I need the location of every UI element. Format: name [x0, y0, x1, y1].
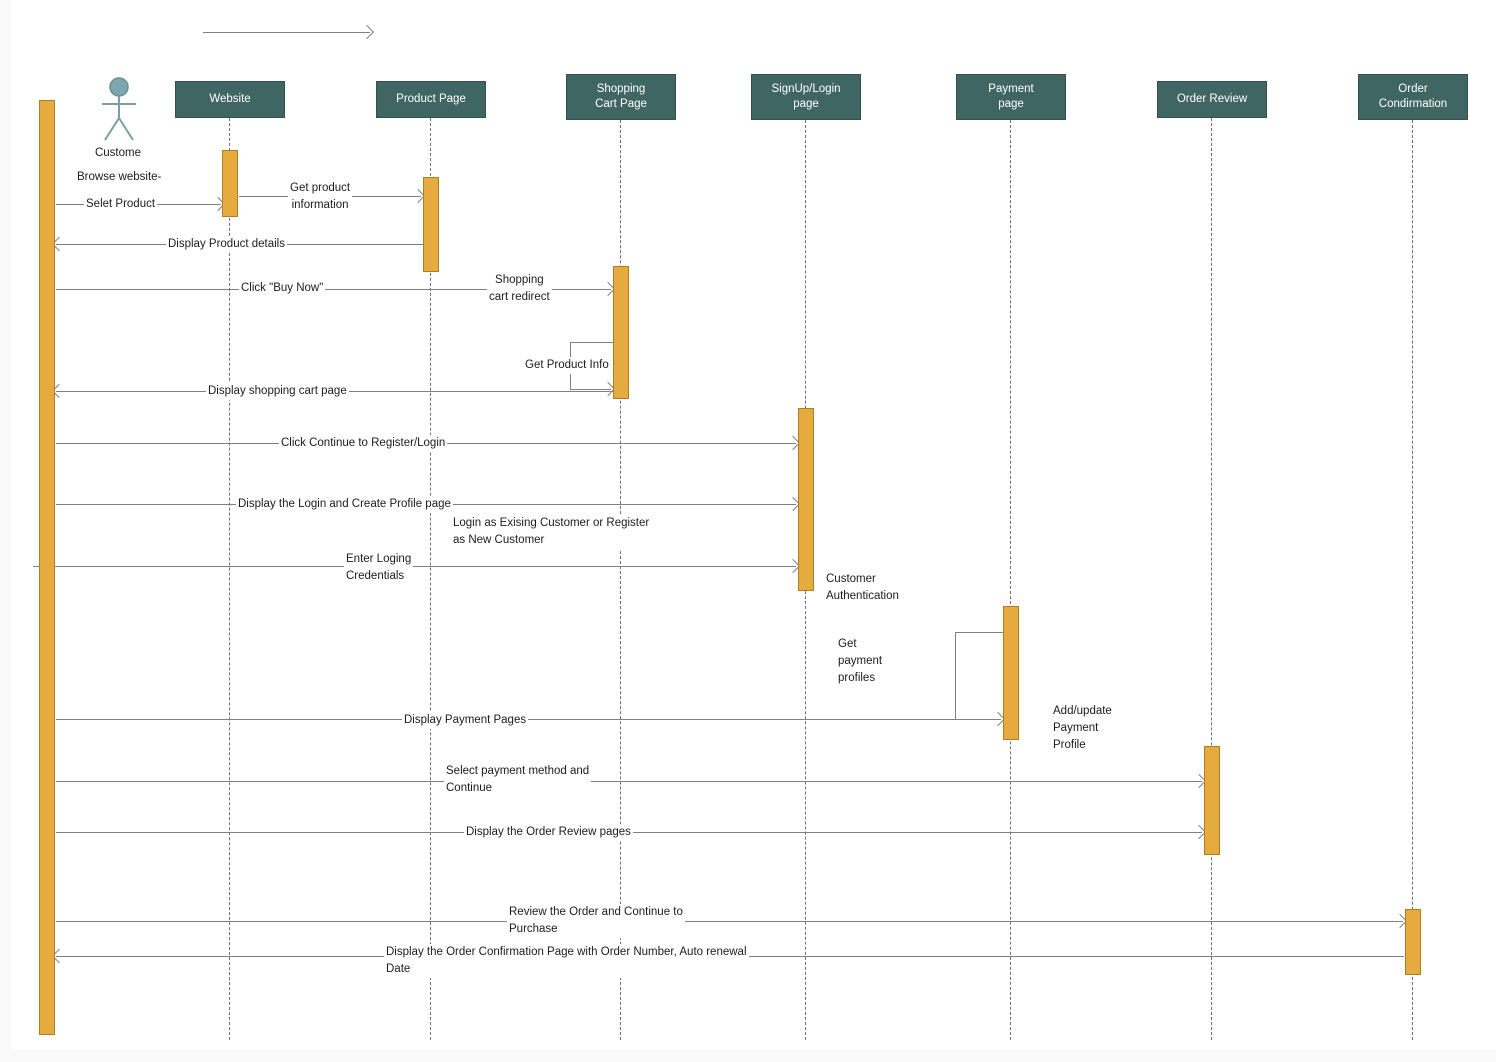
note-customer-authentication-label: Customer Authentication	[824, 571, 901, 605]
participant-label: Product Page	[396, 93, 466, 105]
participant-signup-login-page: SignUp/Login page	[751, 74, 861, 120]
note-add-update-payment-profile-label: Add/update Payment Profile	[1051, 703, 1114, 754]
participant-order-review: Order Review	[1157, 81, 1267, 118]
message-select-payment-label: Select payment method and Continue	[444, 763, 592, 797]
participant-label: Website	[209, 93, 251, 105]
note-login-as-existing-label: Login as Exising Customer or Register as…	[451, 515, 652, 549]
message-review-order-arrow	[56, 921, 1403, 922]
self-message-get-product-info-arrow	[570, 389, 611, 390]
activation-order-confirmation	[1405, 909, 1421, 975]
participant-payment-page: Payment page	[956, 74, 1066, 120]
message-display-payment-label: Display Payment Pages	[402, 712, 529, 729]
message-browse-website-label: Browse website-	[75, 169, 164, 186]
message-cart-redirect-label: Shopping cart redirect	[487, 272, 552, 306]
activation-payment-page	[1003, 606, 1019, 740]
self-message-get-product-info-top	[570, 342, 613, 343]
lifeline-website	[229, 118, 230, 1040]
message-display-payment-arrow	[56, 719, 1001, 720]
participant-label: Order Review	[1176, 93, 1248, 105]
page-edge-bottom	[0, 1050, 1496, 1062]
message-display-confirmation-label: Display the Order Confirmation Page with…	[384, 944, 749, 978]
activation-shopping-cart-page	[613, 266, 629, 399]
participant-order-confirmation: Order Condirmation	[1358, 74, 1468, 120]
message-display-product-details-label: Display Product details	[166, 236, 287, 253]
message-display-login-label: Display the Login and Create Profile pag…	[236, 496, 453, 513]
lifeline-order-review	[1211, 118, 1212, 1040]
activation-signup-login-page	[798, 408, 814, 591]
message-display-shopping-cart-label: Display shopping cart page	[206, 383, 349, 400]
participant-label: Shopping Cart Page	[595, 83, 647, 110]
message-review-order-label: Review the Order and Continue to Purchas…	[507, 904, 685, 938]
activation-order-review	[1204, 746, 1220, 855]
activation-customer	[39, 100, 55, 1035]
self-message-get-product-info-label: Get Product Info	[523, 357, 611, 374]
message-select-payment-arrow	[56, 781, 1202, 782]
lifeline-order-confirmation	[1412, 120, 1413, 1040]
participant-label: SignUp/Login page	[771, 83, 841, 110]
page-edge-left	[0, 0, 11, 1062]
message-select-product-label: Selet Product	[84, 196, 158, 213]
message-enter-credentials-arrow	[33, 566, 796, 567]
self-message-get-payment-profiles-side	[955, 632, 956, 720]
participant-product-page: Product Page	[376, 81, 486, 118]
customer-actor-label: Custome	[88, 145, 148, 162]
participant-shopping-cart-page: Shopping Cart Page	[566, 74, 676, 120]
message-continue-register-label: Click Continue to Register/Login	[279, 435, 448, 452]
message-get-product-information-label: Get product information	[288, 180, 353, 214]
participant-website: Website	[175, 81, 285, 118]
activation-product-page	[423, 177, 439, 272]
message-click-buy-now-label: Click "Buy Now"	[239, 280, 326, 297]
message-display-review-label: Display the Order Review pages	[464, 824, 633, 841]
lifeline-product-page	[430, 118, 431, 1040]
message-click-buy-now-arrow	[56, 289, 611, 290]
lifeline-shopping-cart-page	[620, 120, 621, 1040]
activation-website	[222, 150, 238, 217]
self-message-get-payment-profiles-top	[955, 632, 1003, 633]
message-enter-credentials-label: Enter Loging Credentials	[344, 551, 414, 585]
self-message-get-payment-profiles-label: Get payment profiles	[836, 636, 885, 687]
customer-actor-icon	[102, 77, 136, 141]
participant-label: Order Condirmation	[1378, 83, 1448, 110]
participant-label: Payment page	[988, 83, 1034, 110]
lifeline-payment-page	[1010, 120, 1011, 1040]
legend-arrow	[203, 32, 370, 33]
